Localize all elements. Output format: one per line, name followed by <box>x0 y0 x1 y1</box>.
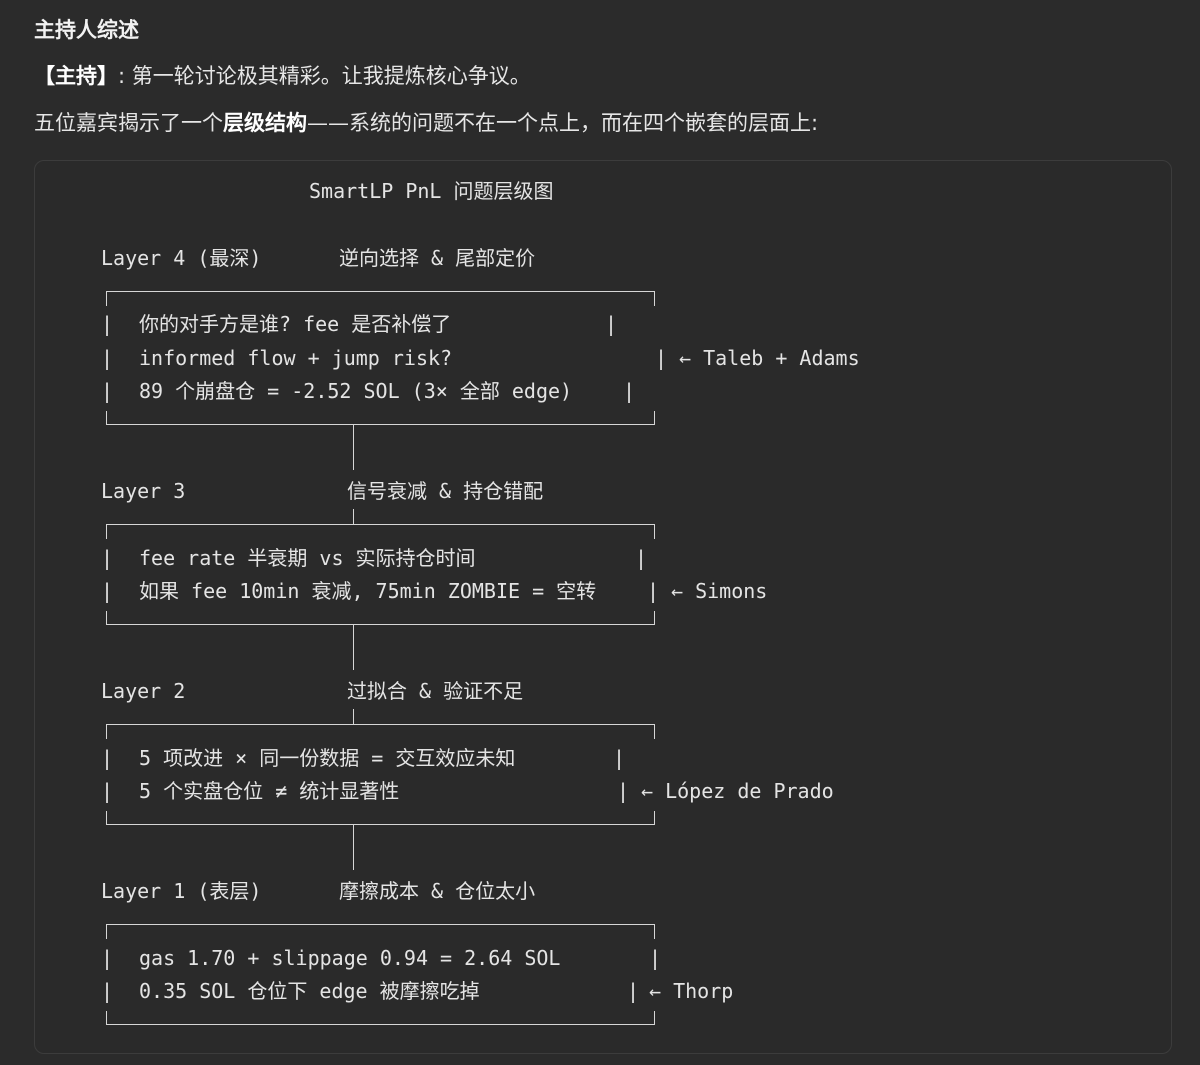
hierarchy-intro-after: ——系统的问题不在一个点上，而在四个嵌套的层面上: <box>307 111 819 135</box>
layer-2-label: Layer 2 <box>101 679 186 703</box>
layer-4-box-corner <box>106 411 107 425</box>
hierarchy-intro-before: 五位嘉宾揭示了一个 <box>34 111 223 135</box>
layer-1-box-bottom <box>106 1024 655 1025</box>
box-side-bar: | <box>647 579 660 603</box>
layer-3-line-1: fee rate 半衰期 vs 实际持仓时间 <box>139 546 476 570</box>
diagram-title: SmartLP PnL 问题层级图 <box>309 179 554 203</box>
box-side-bar: | <box>101 346 114 370</box>
box-side-bar: | <box>101 779 114 803</box>
box-side-bar: | <box>617 779 630 803</box>
layer-2-box-corner <box>654 724 655 739</box>
moderator-label: 【主持】 <box>34 64 118 88</box>
layer-3-label: Layer 3 <box>101 479 186 503</box>
box-side-bar: | <box>623 379 636 403</box>
box-side-bar: | <box>101 312 114 336</box>
layer-4-label: Layer 4 (最深) <box>101 246 262 270</box>
layer-4-topic: 逆向选择 & 尾部定价 <box>339 246 536 270</box>
layer-4-line-2: informed flow + jump risk? <box>139 346 453 370</box>
layer-1-box-corner <box>106 924 107 939</box>
code-block: SmartLP PnL 问题层级图 Layer 4 (最深) 逆向选择 & 尾部… <box>34 160 1172 1054</box>
box-side-bar: | <box>635 546 648 570</box>
layer-4-line-3: 89 个崩盘仓 = -2.52 SOL (3× 全部 edge) <box>139 379 573 403</box>
box-side-bar: | <box>101 579 114 603</box>
layer-3-box-corner <box>106 611 107 625</box>
layer-2-box-corner <box>106 811 107 825</box>
layer-2-line-2: 5 个实盘仓位 ≠ 统计显著性 <box>139 779 400 803</box>
layer-1-box-corner <box>654 924 655 939</box>
layer-4-box-bottom <box>106 424 655 425</box>
layer-1-box-corner <box>654 1011 655 1025</box>
layer-4-box-corner <box>106 291 107 306</box>
layer-3-box-corner <box>106 524 107 539</box>
layer-4-attribution: ← Taleb + Adams <box>679 346 860 370</box>
layer-2-box-bottom <box>106 824 655 825</box>
connector-4-3 <box>353 424 354 470</box>
layer-4-box-corner <box>654 411 655 425</box>
layer-4-box-top <box>106 291 655 292</box>
layer-2-box-corner <box>654 811 655 825</box>
hierarchy-intro-bold: 层级结构 <box>223 111 307 135</box>
layer-4-line-1: 你的对手方是谁? fee 是否补偿了 <box>139 312 452 336</box>
layer-3-line-2: 如果 fee 10min 衰减, 75min ZOMBIE = 空转 <box>139 579 597 603</box>
connector-4-3-tail <box>353 509 354 525</box>
layer-1-box-top <box>106 924 655 925</box>
box-side-bar: | <box>649 946 662 970</box>
section-heading: 主持人综述 <box>34 18 139 42</box>
layer-1-line-2: 0.35 SOL 仓位下 edge 被摩擦吃掉 <box>139 979 480 1003</box>
layer-3-box-corner <box>654 611 655 625</box>
connector-3-2 <box>353 624 354 670</box>
box-side-bar: | <box>655 346 668 370</box>
layer-3-attribution: ← Simons <box>671 579 768 603</box>
box-side-bar: | <box>605 312 618 336</box>
layer-1-label: Layer 1 (表层) <box>101 879 262 903</box>
layer-1-box-corner <box>106 1011 107 1025</box>
box-side-bar: | <box>627 979 640 1003</box>
box-side-bar: | <box>101 979 114 1003</box>
box-side-bar: | <box>613 746 626 770</box>
layer-3-topic: 信号衰减 & 持仓错配 <box>347 479 544 503</box>
box-side-bar: | <box>101 946 114 970</box>
moderator-intro: 【主持】: 第一轮讨论极其精彩。让我提炼核心争议。 <box>34 60 531 90</box>
layer-3-box-corner <box>654 524 655 539</box>
hierarchy-intro: 五位嘉宾揭示了一个层级结构——系统的问题不在一个点上，而在四个嵌套的层面上: <box>34 107 818 137</box>
moderator-intro-text: : 第一轮讨论极其精彩。让我提炼核心争议。 <box>118 64 531 88</box>
layer-1-topic: 摩擦成本 & 仓位太小 <box>339 879 536 903</box>
box-side-bar: | <box>101 746 114 770</box>
layer-4-box-corner <box>654 291 655 306</box>
layer-2-box-corner <box>106 724 107 739</box>
layer-2-topic: 过拟合 & 验证不足 <box>347 679 524 703</box>
box-side-bar: | <box>101 546 114 570</box>
layer-2-line-1: 5 项改进 × 同一份数据 = 交互效应未知 <box>139 746 516 770</box>
box-side-bar: | <box>101 379 114 403</box>
layer-3-box-top <box>106 524 655 525</box>
layer-3-box-bottom <box>106 624 655 625</box>
connector-3-2-tail <box>353 709 354 725</box>
layer-2-box-top <box>106 724 655 725</box>
layer-1-line-1: gas 1.70 + slippage 0.94 = 2.64 SOL <box>139 946 561 970</box>
layer-1-attribution: ← Thorp <box>649 979 734 1003</box>
layer-2-attribution: ← López de Prado <box>641 779 834 803</box>
connector-2-1 <box>353 824 354 870</box>
